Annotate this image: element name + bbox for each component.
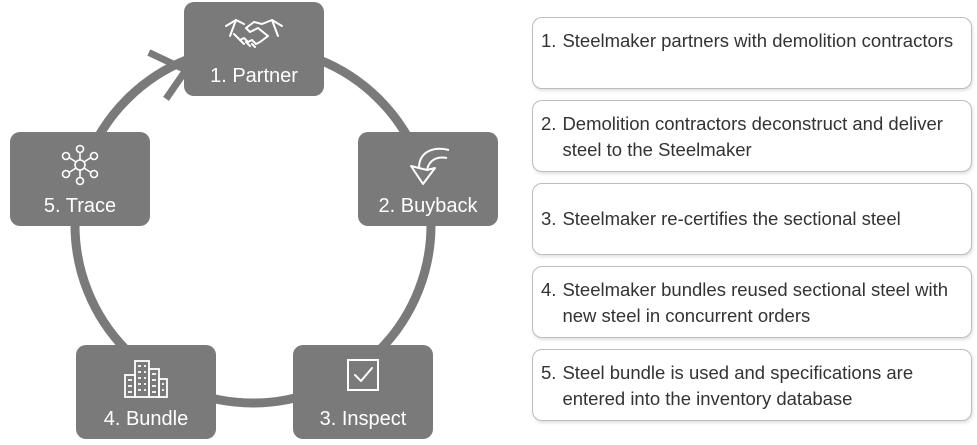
node-label: 4. Bundle xyxy=(103,408,189,430)
node-label: 1. Partner xyxy=(210,65,298,87)
node-label: 5. Trace xyxy=(43,195,117,217)
step-number: 4. xyxy=(541,279,557,300)
node-inspect: 3. Inspect xyxy=(293,345,433,439)
step-text: Steelmaker bundles reused sectional stee… xyxy=(562,279,949,326)
node-bundle: 4. Bundle xyxy=(76,345,216,439)
step-text: Steel bundle is used and specifications … xyxy=(562,362,914,409)
step-text: Steelmaker partners with demolition cont… xyxy=(562,30,954,51)
step-box-4: 4. Steelmaker bundles reused sectional s… xyxy=(532,266,972,338)
checkbox-icon xyxy=(293,357,433,397)
step-number: 1. xyxy=(541,30,557,51)
step-number: 5. xyxy=(541,362,557,383)
step-text: Demolition contractors deconstruct and d… xyxy=(562,113,943,160)
node-label: 2. Buyback xyxy=(378,195,478,217)
node-label: 3. Inspect xyxy=(319,408,407,430)
step-number: 2. xyxy=(541,113,557,134)
network-icon xyxy=(10,144,150,186)
step-box-1: 1. Steelmaker partners with demolition c… xyxy=(532,17,972,89)
handshake-icon xyxy=(184,14,324,54)
step-box-5: 5. Steel bundle is used and specificatio… xyxy=(532,349,972,421)
step-text: Steelmaker re-certifies the sectional st… xyxy=(562,208,901,229)
step-box-2: 2. Demolition contractors deconstruct an… xyxy=(532,100,972,172)
step-number: 3. xyxy=(541,208,557,229)
node-partner: 1. Partner xyxy=(184,2,324,96)
node-buyback: 2. Buyback xyxy=(358,132,498,226)
node-trace: 5. Trace xyxy=(10,132,150,226)
buildings-icon xyxy=(76,357,216,398)
step-box-3: 3. Steelmaker re-certifies the sectional… xyxy=(532,183,972,255)
curved-arrow-icon xyxy=(358,144,498,185)
